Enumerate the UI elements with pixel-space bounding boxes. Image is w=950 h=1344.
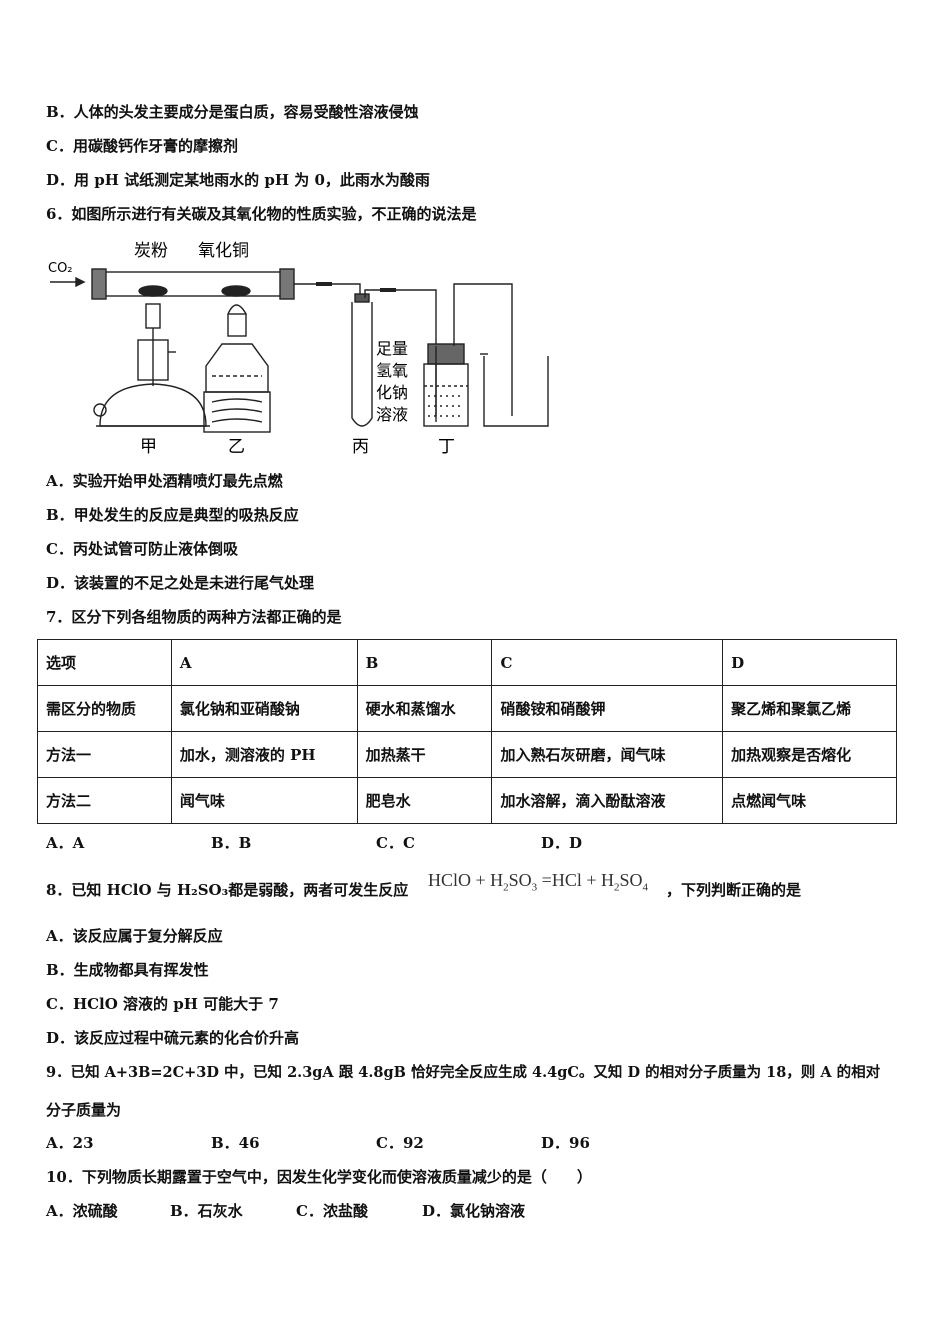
table-cell: 硬水和蒸馏水 — [356, 685, 493, 732]
q5-option-d: D．用 pH 试纸测定某地雨水的 pH 为 0，此雨水为酸雨 — [46, 171, 430, 189]
q8-option-c: C．HClO 溶液的 pH 可能大于 7 — [46, 995, 279, 1013]
naoh-label-2: 氢氧 — [376, 361, 408, 380]
table-cell: A — [170, 639, 358, 686]
q9-stem-line1: 9．已知 A+3B=2C+3D 中，已知 2.3gA 跟 4.8gB 恰好完全反… — [46, 1064, 881, 1081]
label-ding: 丁 — [438, 437, 455, 457]
table-cell: 方法一 — [37, 731, 172, 778]
table-cell: 聚乙烯和聚氯乙烯 — [722, 685, 897, 732]
q6-apparatus-figure: CO₂ 炭粉 氧化铜 足量 氢氧 化钠 溶液 甲 乙 丙 丁 — [48, 241, 549, 457]
q7-stem: 7．区分下列各组物质的两种方法都正确的是 — [46, 608, 342, 626]
q7-option-c: C．C — [376, 834, 415, 852]
table-cell: 加热观察是否熔化 — [722, 731, 897, 778]
table-cell: B — [356, 639, 493, 686]
q6-option-a: A．实验开始甲处酒精喷灯最先点燃 — [46, 472, 283, 490]
table-row: 方法二 闻气味 肥皂水 加水溶解，滴入酚酞溶液 点燃闻气味 — [37, 777, 897, 824]
copper-oxide-label: 氧化铜 — [198, 241, 249, 261]
q7-option-a: A．A — [46, 834, 85, 852]
q10-option-a: A．浓硫酸 — [46, 1202, 118, 1220]
q8-option-b: B．生成物都具有挥发性 — [46, 961, 209, 979]
q5-option-c: C．用碳酸钙作牙膏的摩擦剂 — [46, 137, 238, 155]
q10-option-b: B．石灰水 — [170, 1202, 243, 1220]
table-row: 需区分的物质 氯化钠和亚硝酸钠 硬水和蒸馏水 硝酸铵和硝酸钾 聚乙烯和聚氯乙烯 — [37, 685, 897, 732]
table-row: 方法一 加水，测溶液的 PH 加热蒸干 加入熟石灰研磨，闻气味 加热观察是否熔化 — [37, 731, 897, 778]
q6-stem: 6．如图所示进行有关碳及其氧化物的性质实验，不正确的说法是 — [46, 205, 477, 223]
table-cell: 加水溶解，滴入酚酞溶液 — [491, 777, 724, 824]
label-yi: 乙 — [228, 437, 245, 457]
table-cell: D — [722, 639, 897, 686]
q7-comparison-table: 选项 A B C D 需区分的物质 氯化钠和亚硝酸钠 硬水和蒸馏水 硝酸铵和硝酸… — [37, 639, 897, 824]
q6-option-d: D．该装置的不足之处是未进行尾气处理 — [46, 574, 315, 592]
q9-option-c: C．92 — [376, 1134, 424, 1152]
q8-option-a: A．该反应属于复分解反应 — [46, 927, 223, 945]
table-cell: 加入熟石灰研磨，闻气味 — [491, 731, 724, 778]
carbon-powder-label: 炭粉 — [134, 241, 168, 261]
q9-option-a: A．23 — [46, 1134, 94, 1152]
q8-stem-part2: ，下列判断正确的是 — [666, 881, 802, 899]
table-cell: 点燃闻气味 — [722, 777, 897, 824]
q6-option-b: B．甲处发生的反应是典型的吸热反应 — [46, 506, 299, 524]
naoh-label-4: 溶液 — [376, 405, 408, 424]
q8-stem-part1: 8．已知 HClO 与 H₂SO₃都是弱酸，两者可发生反应 — [46, 881, 409, 899]
q9-option-d: D．96 — [541, 1134, 590, 1152]
table-cell: 选项 — [37, 639, 172, 686]
table-row: 选项 A B C D — [37, 639, 897, 686]
q8-option-d: D．该反应过程中硫元素的化合价升高 — [46, 1029, 300, 1047]
table-cell: C — [491, 639, 724, 686]
table-cell: 加水，测溶液的 PH — [170, 731, 358, 778]
q9-option-b: B．46 — [211, 1134, 260, 1152]
q6-option-c: C．丙处试管可防止液体倒吸 — [46, 540, 238, 558]
table-cell: 需区分的物质 — [37, 685, 172, 732]
q10-option-c: C．浓盐酸 — [296, 1202, 368, 1220]
table-cell: 闻气味 — [170, 777, 358, 824]
label-jia: 甲 — [140, 437, 157, 457]
label-bing: 丙 — [352, 437, 369, 457]
table-cell: 加热蒸干 — [356, 731, 493, 778]
q7-option-b: B．B — [211, 834, 252, 852]
q7-option-d: D．D — [541, 834, 583, 852]
q9-stem-line2: 分子质量为 — [46, 1101, 122, 1119]
q5-option-b: B．人体的头发主要成分是蛋白质，容易受酸性溶液侵蚀 — [46, 103, 419, 121]
naoh-label-1: 足量 — [376, 339, 408, 358]
q10-option-d: D．氯化钠溶液 — [422, 1202, 526, 1220]
table-cell: 方法二 — [37, 777, 172, 824]
q8-reaction-equation: HClO + H2SO3 =HCl + H2SO4 — [428, 870, 648, 894]
q10-stem: 10．下列物质长期露置于空气中，因发生化学变化而使溶液质量减少的是（ ） — [46, 1168, 592, 1186]
table-cell: 硝酸铵和硝酸钾 — [491, 685, 724, 732]
table-cell: 氯化钠和亚硝酸钠 — [170, 685, 358, 732]
naoh-label-3: 化钠 — [376, 383, 408, 402]
table-cell: 肥皂水 — [356, 777, 493, 824]
co2-label: CO₂ — [48, 261, 73, 276]
